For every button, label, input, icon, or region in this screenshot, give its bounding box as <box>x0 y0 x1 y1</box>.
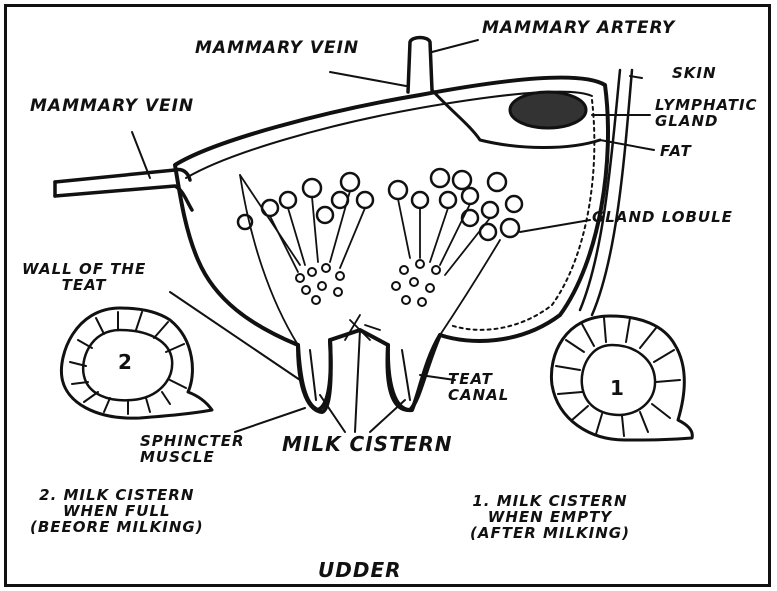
lymphatic-gland-shape <box>510 92 586 128</box>
figure-title: UDDER <box>318 560 402 581</box>
label-gland-lobule: GLAND LOBULE <box>592 210 733 226</box>
mammary-vein-left <box>55 169 192 210</box>
label-skin: SKIN <box>672 66 717 82</box>
teat-left <box>298 340 331 410</box>
label-milk-cistern: MILK CISTERN <box>282 434 453 455</box>
caption-cistern-full: 2. MILK CISTERN WHEN FULL (BEEORE MILKIN… <box>30 488 204 535</box>
caption-cistern-empty: 1. MILK CISTERN WHEN EMPTY (AFTER MILKIN… <box>470 494 630 541</box>
cistern-empty-number: 1 <box>610 378 625 399</box>
label-teat-canal: TEAT CANAL <box>448 372 509 404</box>
cistern-full-section <box>61 308 212 418</box>
mammary-vein-top <box>408 38 432 93</box>
label-mammary-vein-left: MAMMARY VEIN <box>30 98 194 116</box>
gland-lobules <box>238 169 522 240</box>
label-wall-of-teat: WALL OF THE TEAT <box>22 262 146 294</box>
label-mammary-vein-top: MAMMARY VEIN <box>195 40 359 58</box>
label-lymphatic-gland: LYMPHATIC GLAND <box>655 98 758 130</box>
cistern-cavities <box>296 260 440 306</box>
label-fat: FAT <box>660 144 692 160</box>
label-mammary-artery: MAMMARY ARTERY <box>482 20 675 38</box>
label-sphincter-muscle: SPHINCTER MUSCLE <box>140 434 245 466</box>
cistern-full-number: 2 <box>118 352 133 373</box>
